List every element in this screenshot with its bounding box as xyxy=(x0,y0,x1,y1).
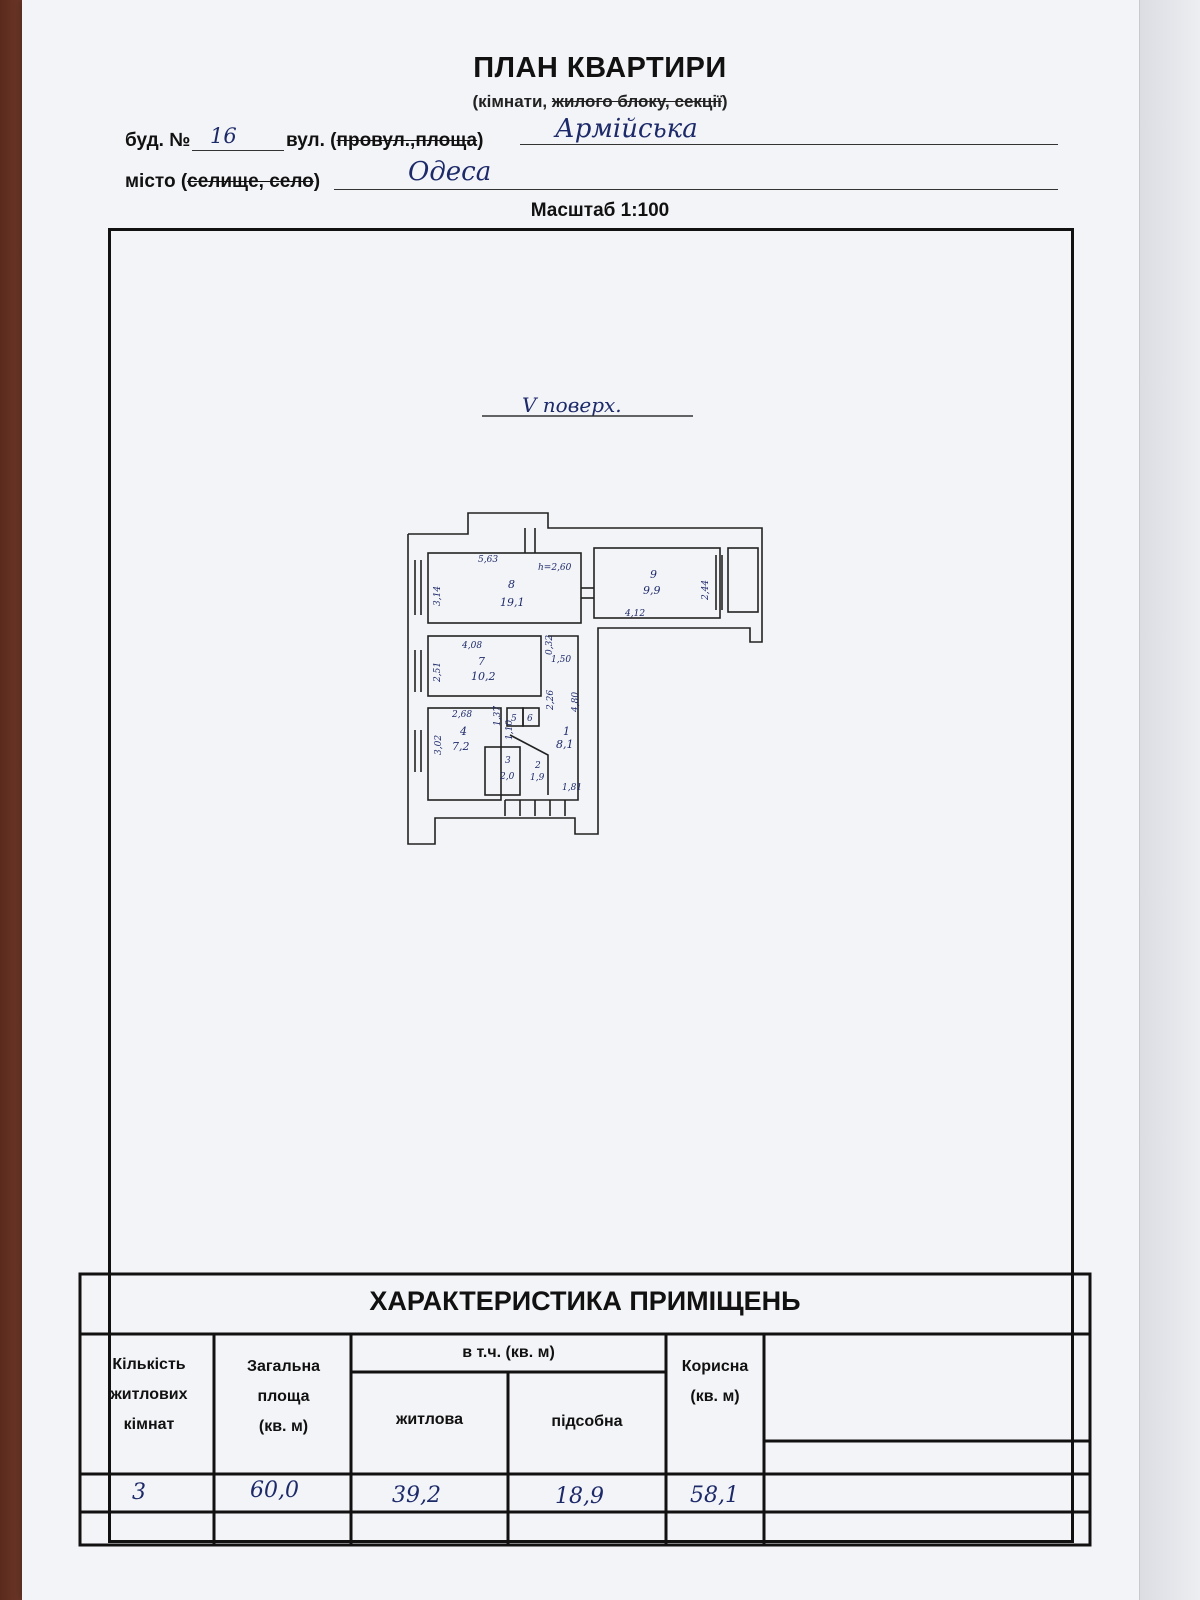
col-total-header: Загальна площа (кв. м) xyxy=(216,1352,351,1442)
col-rooms-line-3: кімнат xyxy=(123,1416,175,1433)
street-label-a: вул. ( xyxy=(286,130,337,151)
subtitle-struck: жилого блоку, секції xyxy=(551,92,722,111)
value-aux: 18,9 xyxy=(555,1484,604,1509)
street-label-struck: провул.,площа xyxy=(336,130,478,151)
col-total-line-2: площа xyxy=(257,1388,310,1405)
building-line xyxy=(192,150,284,151)
street-line xyxy=(520,144,1058,145)
table-lines xyxy=(78,1272,1092,1547)
dim-4: 4,12 xyxy=(624,609,645,619)
second-sheet-edge xyxy=(1139,0,1200,1600)
room-1-num: 1 xyxy=(563,725,570,738)
room-2-num: 2 xyxy=(534,761,541,771)
room-1-area: 8,1 xyxy=(556,738,574,751)
dim-9: 2,26 xyxy=(546,690,556,711)
plan-walls xyxy=(407,512,763,845)
dim-10: 4,80 xyxy=(571,692,581,713)
col-useful-line-1: Корисна xyxy=(681,1358,749,1375)
building-number: 16 xyxy=(210,124,237,148)
dim-5: 4,08 xyxy=(461,641,482,651)
dim-8: 1,50 xyxy=(551,655,571,665)
dim-15: 1,10 xyxy=(505,720,515,740)
col-total-line-3: (кв. м) xyxy=(258,1418,309,1435)
street-label-b: ) xyxy=(477,130,484,151)
room-9-area: 9,9 xyxy=(643,584,661,597)
col-useful-header: Корисна (кв. м) xyxy=(666,1352,764,1412)
value-total: 60,0 xyxy=(250,1478,299,1503)
dim-2: 3,14 xyxy=(433,586,443,606)
floor-label: V поверх. xyxy=(522,393,622,417)
document-subtitle: (кімнати, жилого блоку, секції) xyxy=(0,92,1200,112)
document-title: ПЛАН КВАРТИРИ xyxy=(473,52,727,84)
dim-13: 1,81 xyxy=(562,783,582,793)
dim-6: 2,51 xyxy=(433,662,443,683)
col-aux-header: підсобна xyxy=(551,1413,623,1430)
dim-12: 3,02 xyxy=(434,735,444,755)
room-6-num: 6 xyxy=(527,714,533,724)
value-useful: 58,1 xyxy=(690,1483,739,1508)
value-living: 39,2 xyxy=(392,1483,441,1508)
col-incl-header: в т.ч. (кв. м) xyxy=(462,1344,555,1361)
dim-14: 1,37 xyxy=(493,706,503,726)
city-value: Одеса xyxy=(408,157,492,187)
subtitle-open: (кімнати, xyxy=(472,92,552,111)
plan-frame xyxy=(108,228,1074,1543)
room-7-area: 10,2 xyxy=(471,670,496,683)
room-4-area: 7,2 xyxy=(452,740,470,753)
building-label: буд. № xyxy=(125,130,191,151)
room-9-num: 9 xyxy=(650,568,657,581)
room-8-num: 8 xyxy=(508,578,515,591)
room-3-area: 2,0 xyxy=(499,772,515,782)
room-8-area: 19,1 xyxy=(500,596,525,609)
city-line xyxy=(334,189,1058,190)
dimension-labels: 5,63 h=2,60 3,14 2,44 4,12 4,08 2,51 0,3… xyxy=(433,555,711,793)
room-7-num: 7 xyxy=(478,655,485,668)
city-label-a: місто ( xyxy=(125,171,188,192)
dim-11: 2,68 xyxy=(451,710,472,720)
subtitle-close: ) xyxy=(721,92,728,111)
dim-0: 5,63 xyxy=(478,555,498,565)
col-rooms-header: Кількість житлових кімнат xyxy=(84,1350,214,1440)
col-useful-line-2: (кв. м) xyxy=(690,1388,740,1405)
street-label: вул. (провул.,площа) xyxy=(286,130,483,152)
city-label-b: ) xyxy=(313,171,321,192)
city-label: місто (селище, село) xyxy=(125,171,320,193)
room-2-area: 1,9 xyxy=(530,773,545,783)
col-rooms-line-2: житлових xyxy=(110,1386,188,1403)
col-living-header: житлова xyxy=(395,1411,464,1428)
value-rooms: 3 xyxy=(132,1480,146,1505)
room-5-num: 5 xyxy=(511,714,517,724)
dim-3: 2,44 xyxy=(701,580,711,601)
room-4-num: 4 xyxy=(459,725,467,738)
dim-1: h=2,60 xyxy=(538,563,572,573)
scale-label: Масштаб 1:100 xyxy=(530,200,670,221)
room-labels: 8 19,1 9 9,9 7 10,2 4 7,2 1 8,1 3 2,0 2 … xyxy=(452,568,661,783)
col-rooms-line-1: Кількість xyxy=(112,1356,186,1373)
characteristics-title: ХАРАКТЕРИСТИКА ПРИМІЩЕНЬ xyxy=(369,1286,801,1316)
col-total-line-1: Загальна xyxy=(246,1358,321,1375)
room-3-num: 3 xyxy=(505,756,511,766)
city-label-struck: селище, село xyxy=(187,171,314,192)
dim-7: 0,32 xyxy=(545,635,555,655)
street-value: Армійська xyxy=(555,114,698,144)
